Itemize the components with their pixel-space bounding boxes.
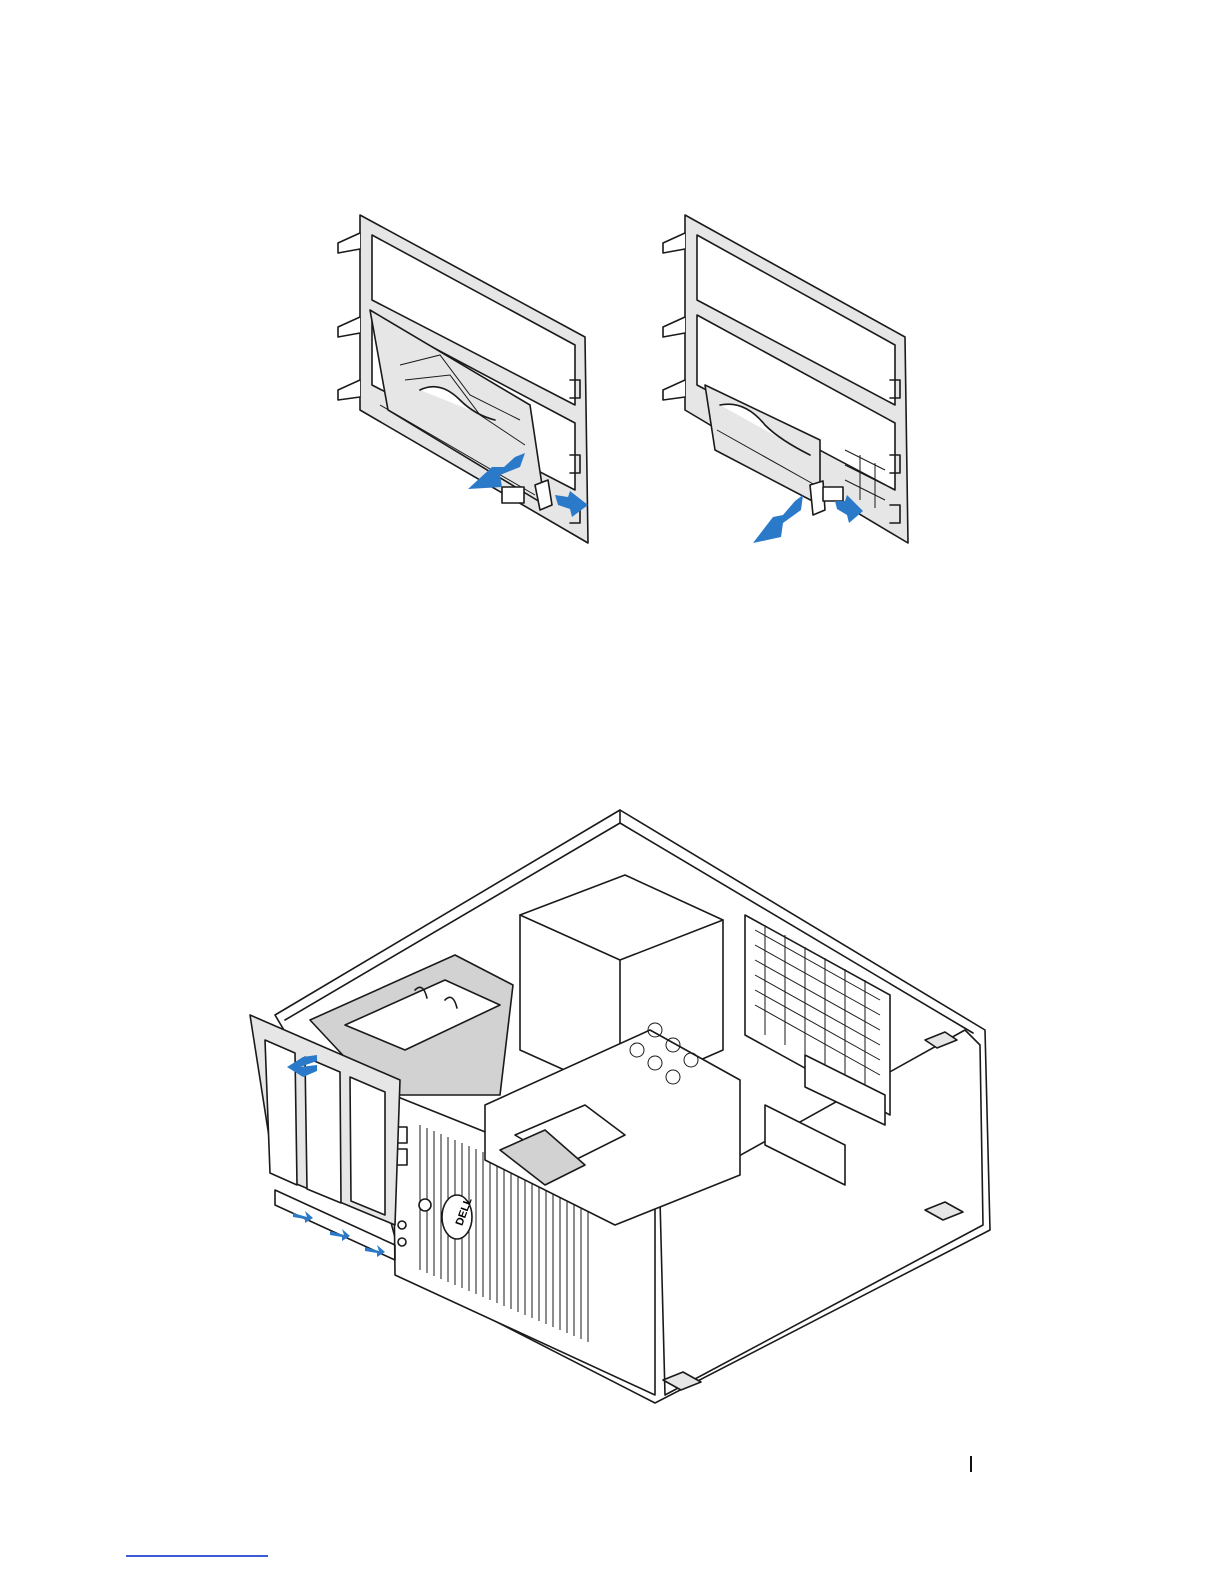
page-margin-rule (970, 1456, 972, 1472)
drive-bracket-diagram-icon (655, 205, 920, 550)
pull-arrow-icon (753, 495, 803, 543)
drive-bracket-diagram-icon (330, 205, 605, 550)
desktop-chassis-diagram-icon: DELL (245, 805, 1000, 1410)
bracket-figure-left (330, 205, 605, 550)
computer-figure: DELL (245, 805, 1000, 1410)
bracket-figure-right (655, 205, 920, 550)
footer-link-underline[interactable] (126, 1555, 268, 1557)
